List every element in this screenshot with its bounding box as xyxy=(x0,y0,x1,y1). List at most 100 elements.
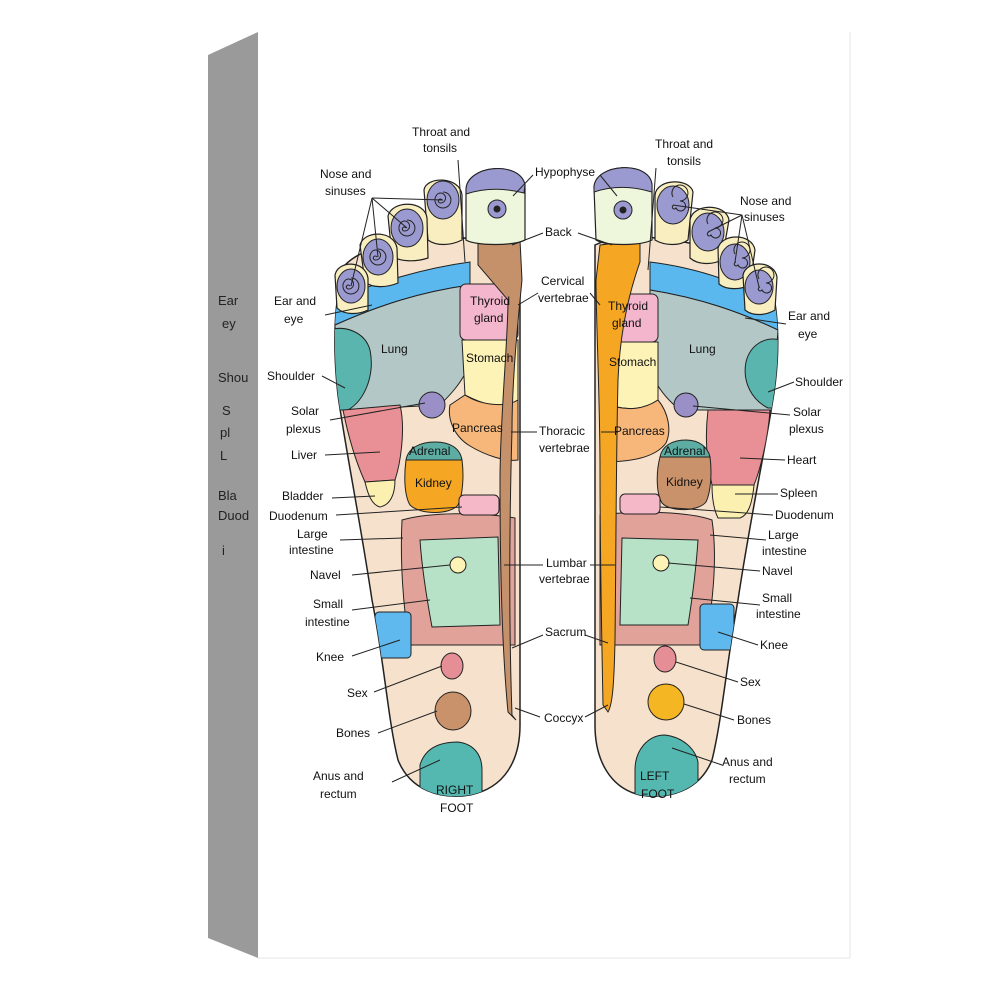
right-knee-label: Knee xyxy=(316,650,344,664)
right-foot-caption-1: RIGHT xyxy=(436,783,474,797)
left-lung-label: Lung xyxy=(689,342,716,356)
right-large-label-2: intestine xyxy=(289,543,334,557)
left-ear-label-1: Ear and xyxy=(788,309,830,323)
left-heart-label: Heart xyxy=(787,453,817,467)
lumbar-label-1: Lumbar xyxy=(546,556,587,570)
left-pancreas-zone xyxy=(601,399,670,463)
left-duodenum-zone xyxy=(619,493,661,515)
side-text-2: ey xyxy=(222,316,236,331)
left-stomach-label: Stomach xyxy=(609,355,656,369)
left-foot-caption-2: FOOT xyxy=(641,787,675,801)
right-small-label-1: Small xyxy=(313,597,343,611)
right-bones-label: Bones xyxy=(336,726,370,740)
right-nose-label-2: sinuses xyxy=(325,184,366,198)
side-text-6: L xyxy=(220,448,227,463)
left-shoulder-label: Shoulder xyxy=(795,375,843,389)
center-labels: Hypophyse Back Cervical vertebrae Thorac… xyxy=(504,165,618,725)
cervical-label-1: Cervical xyxy=(541,274,584,288)
left-large-label-2: intestine xyxy=(762,544,807,558)
left-kidney-label: Kidney xyxy=(666,475,703,489)
left-sex-zone xyxy=(653,645,677,673)
right-stomach-label: Stomach xyxy=(466,351,513,365)
right-solar-plexus xyxy=(418,391,446,419)
right-shoulder-label: Shoulder xyxy=(267,369,315,383)
right-bladder-label: Bladder xyxy=(282,489,323,503)
right-navel-label: Navel xyxy=(310,568,341,582)
right-liver-label: Liver xyxy=(291,448,317,462)
coccyx-label: Coccyx xyxy=(544,711,583,725)
right-anus-label-1: Anus and xyxy=(313,769,364,783)
right-kidney-zone xyxy=(404,459,464,513)
right-sex-label: Sex xyxy=(347,686,368,700)
left-foot-caption-1: LEFT xyxy=(640,769,670,783)
left-spleen-label: Spleen xyxy=(780,486,817,500)
right-lung-label: Lung xyxy=(381,342,408,356)
left-solar-plexus xyxy=(673,392,699,418)
back-label: Back xyxy=(545,225,573,239)
left-large-label-1: Large xyxy=(768,528,799,542)
canvas-side-face xyxy=(208,32,258,958)
right-anus-label-2: rectum xyxy=(320,787,357,801)
right-nose-label-1: Nose and xyxy=(320,167,371,181)
left-foot: Thyroid gland Stomach Lung Pancreas Adre… xyxy=(593,137,843,801)
thoracic-label-1: Thoracic xyxy=(539,424,585,438)
left-anus-label-1: Anus and xyxy=(722,755,773,769)
center-leader-lines xyxy=(504,174,618,718)
left-throat-label-1: Throat and xyxy=(655,137,713,151)
thoracic-label-2: vertebrae xyxy=(539,441,590,455)
right-adrenal-zone xyxy=(405,441,463,461)
right-leader-lines xyxy=(321,159,466,783)
left-knee-label: Knee xyxy=(760,638,788,652)
right-kidney-label: Kidney xyxy=(415,476,452,490)
right-foot: Thyroid gland Stomach Lung Pancreas Adre… xyxy=(267,125,526,815)
right-thyroid-label-2: gland xyxy=(474,311,503,325)
lumbar-label-2: vertebrae xyxy=(539,572,590,586)
left-duodenum-label: Duodenum xyxy=(775,508,834,522)
right-ear-label-1: Ear and xyxy=(274,294,316,308)
left-knee-zone xyxy=(699,603,735,651)
right-anus-zone xyxy=(419,741,483,797)
right-thyroid-label-1: Thyroid xyxy=(470,294,510,308)
left-solar-label-1: Solar xyxy=(793,405,821,419)
left-leader-lines xyxy=(647,167,795,766)
hypophyse-label: Hypophyse xyxy=(535,165,595,179)
left-adrenal-zone xyxy=(659,439,711,458)
left-nose-label-2: sinuses xyxy=(744,210,785,224)
right-ear-label-2: eye xyxy=(284,312,304,326)
right-pancreas-label: Pancreas xyxy=(452,421,503,435)
right-spine-reflex xyxy=(477,239,523,721)
right-throat-label-2: tonsils xyxy=(423,141,457,155)
right-solar-label-1: Solar xyxy=(291,404,319,418)
right-small-label-2: intestine xyxy=(305,615,350,629)
left-navel xyxy=(652,554,670,572)
right-navel xyxy=(449,556,467,574)
left-bones-label: Bones xyxy=(737,713,771,727)
right-duodenum-label: Duodenum xyxy=(269,509,328,523)
left-spleen-zone xyxy=(711,484,755,519)
side-text-7: Bla xyxy=(218,488,238,503)
left-throat-label-2: tonsils xyxy=(667,154,701,168)
left-nose-label-1: Nose and xyxy=(740,194,791,208)
left-small-label-2: intestine xyxy=(756,607,801,621)
side-text-1: Ear xyxy=(218,293,239,308)
right-small-intestine xyxy=(419,536,501,628)
right-sex-zone xyxy=(440,652,464,680)
right-bladder-zone xyxy=(364,479,396,508)
right-shoulder-zone xyxy=(334,327,372,411)
right-adrenal-label: Adrenal xyxy=(409,444,450,458)
sacrum-label: Sacrum xyxy=(545,625,586,639)
right-solar-label-2: plexus xyxy=(286,422,321,436)
left-sex-label: Sex xyxy=(740,675,761,689)
left-thyroid-label-2: gland xyxy=(612,316,641,330)
left-solar-label-2: plexus xyxy=(789,422,824,436)
left-adrenal-label: Adrenal xyxy=(664,444,705,458)
right-foot-caption-2: FOOT xyxy=(440,801,474,815)
left-bones-zone xyxy=(647,683,685,721)
right-bones-zone xyxy=(434,691,472,731)
left-toes xyxy=(593,167,778,316)
cervical-label-2: vertebrae xyxy=(538,291,589,305)
right-toes xyxy=(334,167,526,315)
side-text-4: S xyxy=(222,403,231,418)
